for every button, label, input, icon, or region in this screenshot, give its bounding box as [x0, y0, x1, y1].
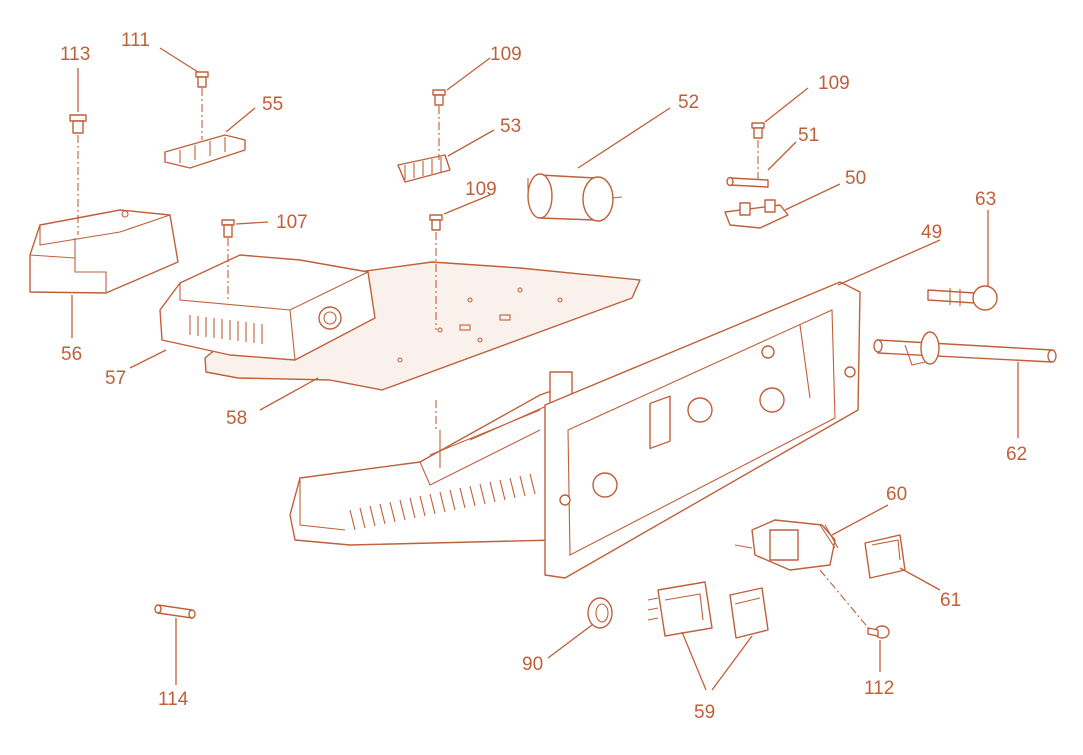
- part-109-screw-c: [751, 122, 765, 139]
- label-107: 107: [276, 212, 308, 233]
- chassis-tray: [289, 371, 573, 546]
- label-53: 53: [500, 116, 521, 137]
- part-49-front-panel: [544, 281, 861, 579]
- part-61-rocker-switch: [864, 534, 906, 579]
- label-57: 57: [105, 368, 126, 389]
- label-90: 90: [522, 654, 543, 675]
- label-61: 61: [940, 590, 961, 611]
- label-109-mid: 109: [465, 179, 497, 200]
- label-114: 114: [158, 689, 189, 710]
- part-52-capacitor: [527, 173, 623, 222]
- part-59-switches: [647, 581, 769, 639]
- part-90-grommet: [587, 597, 613, 629]
- part-57-electronic-box: [159, 254, 376, 361]
- part-50-bracket: [724, 199, 789, 229]
- part-111-screw: [195, 71, 209, 88]
- label-56: 56: [61, 344, 82, 365]
- part-51-pin: [726, 176, 769, 188]
- label-109-top: 109: [490, 44, 522, 65]
- label-49: 49: [921, 222, 942, 243]
- label-113: 113: [60, 44, 90, 65]
- label-52: 52: [678, 92, 699, 113]
- part-112-screw: [867, 625, 890, 639]
- part-109-screw-b: [429, 214, 443, 231]
- part-63-button: [927, 285, 998, 311]
- part-53-terminal-block: [397, 154, 451, 183]
- label-58: 58: [226, 408, 247, 429]
- label-111: 111: [121, 30, 150, 51]
- label-55: 55: [262, 94, 283, 115]
- label-60: 60: [886, 484, 907, 505]
- label-62: 62: [1006, 444, 1027, 465]
- part-60-switch-module: [734, 519, 839, 571]
- label-50: 50: [845, 168, 866, 189]
- assembly-axis-lines: [77, 88, 871, 631]
- part-113-screw: [69, 114, 87, 134]
- part-62-shaft: [873, 331, 1057, 366]
- label-63: 63: [975, 189, 996, 210]
- part-55-connector: [164, 134, 246, 169]
- screw-parts: [69, 71, 890, 639]
- label-59: 59: [694, 702, 715, 723]
- label-51: 51: [798, 125, 819, 146]
- part-114-fuse: [154, 604, 196, 619]
- label-112: 112: [864, 678, 894, 699]
- leader-lines: [71, 47, 1019, 691]
- part-107-screw: [221, 219, 235, 238]
- label-109-right: 109: [818, 73, 850, 94]
- part-109-screw-a: [432, 89, 446, 106]
- part-56-control-box: [29, 209, 179, 294]
- callout-labels: 113 111 55 109 53 109 52 109 51 50 107 4…: [60, 30, 1027, 723]
